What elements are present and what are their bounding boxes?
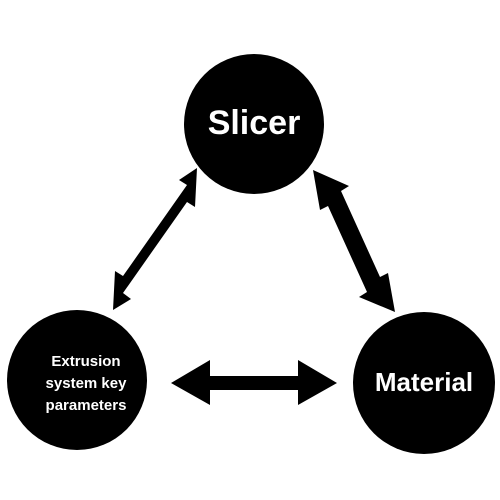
node-material-circle (353, 312, 495, 454)
node-extrusion-circle (7, 310, 147, 450)
node-slicer-circle (184, 54, 324, 194)
node-material: Material (353, 312, 495, 454)
node-extrusion-label-line-2: system key (46, 375, 128, 392)
node-material-label: Material (375, 367, 473, 397)
arrow-slicer-material (313, 170, 395, 312)
node-extrusion-label-line-3: parameters (46, 397, 127, 414)
node-extrusion-label-line-1: Extrusion (51, 353, 120, 370)
arrow-extrusion-material (171, 360, 337, 405)
node-slicer: Slicer (184, 54, 324, 194)
node-slicer-label: Slicer (208, 104, 301, 142)
node-extrusion: Extrusion system key parameters (7, 310, 147, 450)
arrow-slicer-extrusion (113, 168, 197, 310)
arrows-group (113, 168, 395, 405)
